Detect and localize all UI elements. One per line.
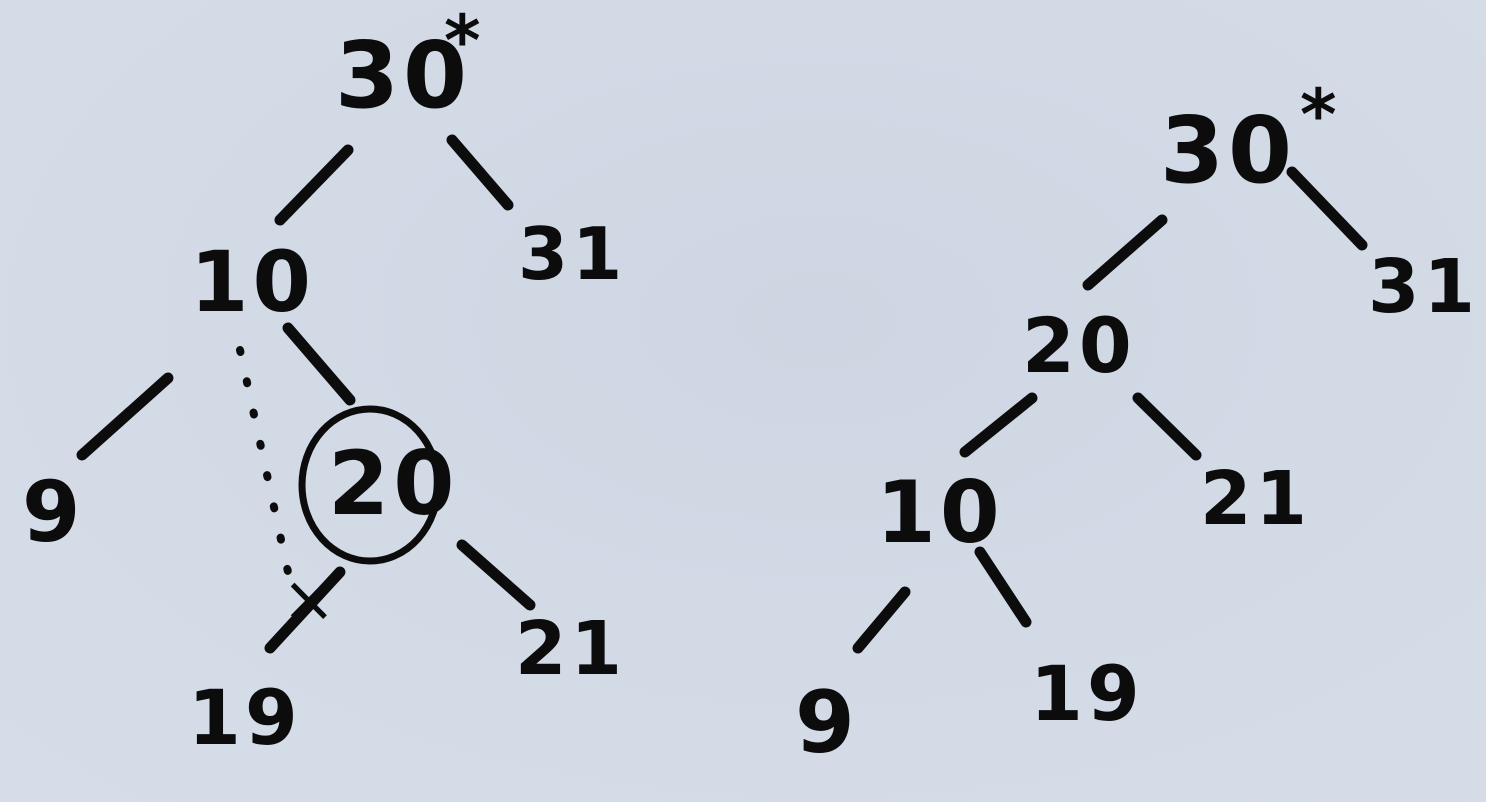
- after-node-21: 21: [1200, 456, 1311, 542]
- before-root-asterisk: *: [444, 0, 481, 82]
- edge-30-31-after: [1286, 166, 1368, 251]
- after-node-20: 20: [1022, 301, 1136, 390]
- edge-30-10-before: [274, 144, 354, 226]
- before-node-9: 9: [22, 463, 85, 561]
- before-node-31: 31: [518, 212, 627, 296]
- edge-20-10-after: [959, 392, 1038, 458]
- before-root-node: 30: [335, 22, 472, 129]
- after-node-19: 19: [1030, 649, 1144, 738]
- edge-20-21-after: [1132, 392, 1202, 461]
- pivot-circle: [298, 405, 442, 565]
- edge-10-9-after: [852, 586, 911, 654]
- edge-30-31-before: [446, 134, 514, 211]
- before-pivot-node-20: 20: [328, 432, 459, 535]
- after-node-10: 10: [876, 463, 1004, 563]
- dotted-edge-10-19: [236, 346, 292, 576]
- edge-20-21-before: [456, 539, 536, 611]
- edge-10-19-after: [974, 546, 1032, 628]
- edge-10-20-before: [282, 322, 356, 406]
- after-root-node: 30: [1160, 97, 1297, 204]
- edge-20-19-before: [264, 566, 346, 654]
- before-node-19: 19: [188, 673, 302, 762]
- edge-30-20-after: [1082, 214, 1168, 291]
- before-node-10: 10: [190, 233, 315, 331]
- after-node-31: 31: [1368, 244, 1479, 330]
- after-root-asterisk: *: [1300, 74, 1337, 156]
- edge-10-9-before: [76, 372, 174, 461]
- cut-mark: ×: [282, 563, 336, 637]
- before-node-21: 21: [515, 606, 626, 692]
- after-node-9: 9: [795, 673, 859, 773]
